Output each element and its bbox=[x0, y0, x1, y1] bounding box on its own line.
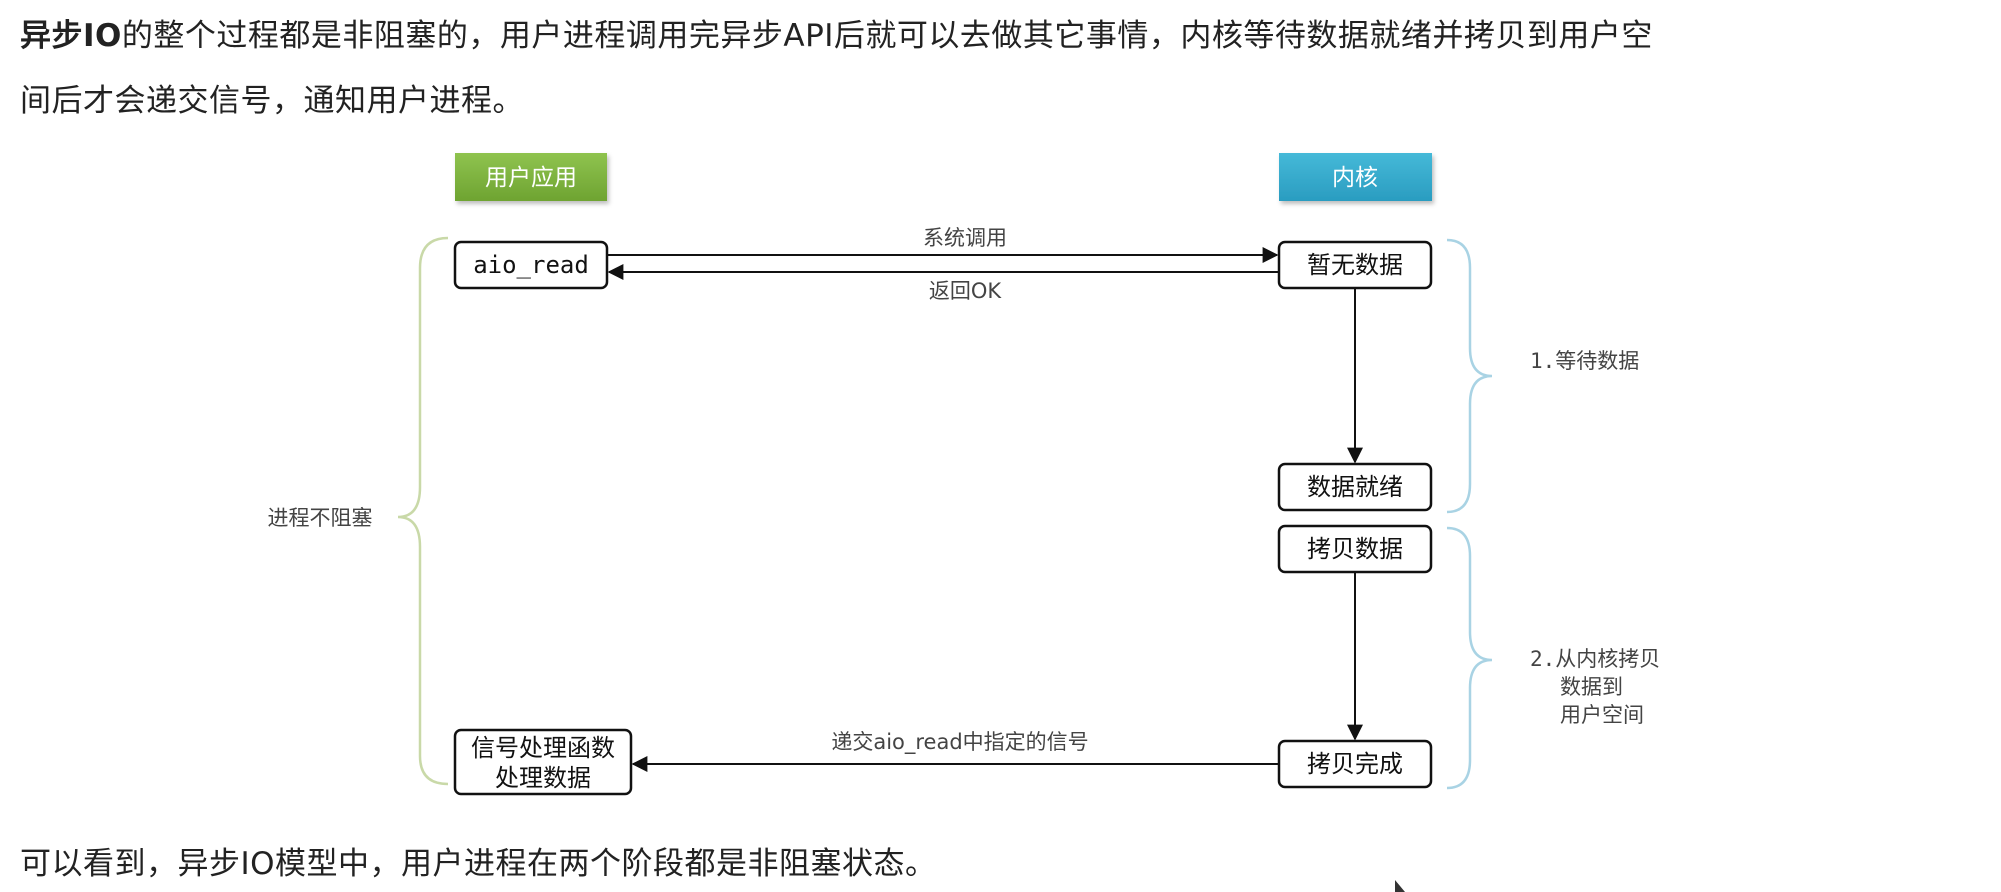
copy-data-label: 拷贝数据 bbox=[1307, 535, 1403, 563]
phase1-label: 1.等待数据 bbox=[1530, 349, 1639, 373]
return-ok-label: 返回OK bbox=[929, 279, 1003, 303]
right-brace-phase2 bbox=[1446, 526, 1493, 790]
intro-text: 的整个过程都是非阻塞的，用户进程调用完异步API后就可以去做其它事情，内核等待数… bbox=[121, 18, 1653, 54]
copy-data-box: 拷贝数据 bbox=[1277, 524, 1433, 574]
phase2-label-line2: 数据到 bbox=[1560, 675, 1623, 699]
cursor-icon bbox=[1395, 880, 1405, 892]
intro-bold-term: 异步IO bbox=[20, 18, 122, 54]
user-app-header-label: 用户应用 bbox=[485, 165, 577, 191]
signal-handler-line2: 处理数据 bbox=[495, 764, 591, 792]
conclusion-paragraph: 可以看到，异步IO模型中，用户进程在两个阶段都是非阻塞状态。 bbox=[20, 846, 937, 882]
phase2-label-line3: 用户空间 bbox=[1560, 703, 1644, 727]
right-brace-phase1 bbox=[1446, 238, 1493, 514]
aio-read-box: aio_read bbox=[453, 240, 609, 290]
no-data-box: 暂无数据 bbox=[1277, 240, 1433, 290]
data-ready-box: 数据就绪 bbox=[1277, 462, 1433, 512]
phase2-label-line1: 2.从内核拷贝 bbox=[1530, 647, 1660, 671]
data-ready-label: 数据就绪 bbox=[1307, 473, 1403, 501]
kernel-header: 内核 bbox=[1279, 153, 1432, 201]
user-app-header: 用户应用 bbox=[455, 153, 607, 201]
signal-handler-line1: 信号处理函数 bbox=[471, 734, 615, 762]
copy-done-label: 拷贝完成 bbox=[1307, 750, 1403, 778]
left-brace bbox=[397, 236, 449, 786]
syscall-label: 系统调用 bbox=[923, 226, 1007, 250]
intro-paragraph-line1: 异步IO的整个过程都是非阻塞的，用户进程调用完异步API后就可以去做其它事情，内… bbox=[20, 10, 1653, 55]
signal-label: 递交aio_read中指定的信号 bbox=[831, 730, 1088, 755]
signal-handler-box: 信号处理函数 处理数据 bbox=[453, 728, 633, 796]
aio-read-label: aio_read bbox=[473, 251, 589, 279]
no-data-label: 暂无数据 bbox=[1307, 251, 1403, 279]
kernel-header-label: 内核 bbox=[1332, 165, 1378, 191]
copy-done-box: 拷贝完成 bbox=[1277, 739, 1433, 789]
left-brace-label: 进程不阻塞 bbox=[268, 506, 373, 530]
intro-paragraph-line2: 间后才会递交信号，通知用户进程。 bbox=[20, 83, 524, 119]
